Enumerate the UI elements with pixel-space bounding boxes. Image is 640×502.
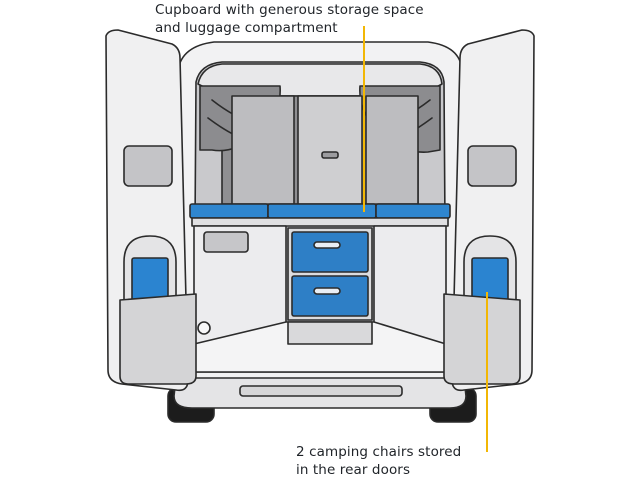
left-cabinet-cutout: [203, 231, 249, 253]
step-plate: [239, 385, 403, 397]
right-cupboard-column: [365, 95, 419, 205]
drawer-handle-icon: [313, 241, 341, 249]
camping-chair-icon: [131, 257, 169, 303]
drawer-top: [291, 231, 369, 273]
bed-cushion-right: [375, 203, 451, 219]
bed-cushion-left: [189, 203, 269, 219]
callout-cupboard: Cupboard with generous storage space and…: [155, 1, 424, 37]
floor-recess: [287, 321, 373, 345]
bed-cushion-middle: [267, 203, 377, 219]
right-door-window: [467, 145, 517, 187]
bed-base: [191, 217, 449, 227]
cabinet-handle: [321, 151, 339, 159]
rear-cabinet: [297, 95, 363, 205]
right-door-pocket: [443, 293, 521, 385]
left-cupboard-column: [231, 95, 295, 205]
left-cabinet-knob: [197, 321, 211, 335]
callout-chairs: 2 camping chairs stored in the rear door…: [296, 443, 461, 479]
camping-chair-icon: [471, 257, 509, 303]
left-door-window: [123, 145, 173, 187]
right-lower-cabinet: [373, 225, 447, 345]
callout-cupboard-line1: Cupboard with generous storage space: [155, 2, 424, 18]
left-door-pocket: [119, 293, 197, 385]
callout-chairs-line2: in the rear doors: [296, 462, 411, 478]
callout-chairs-line1: 2 camping chairs stored: [296, 444, 462, 460]
drawer-bottom: [291, 275, 369, 317]
drawer-handle-icon: [313, 287, 341, 295]
callout-cupboard-line2: and luggage compartment: [155, 20, 338, 36]
